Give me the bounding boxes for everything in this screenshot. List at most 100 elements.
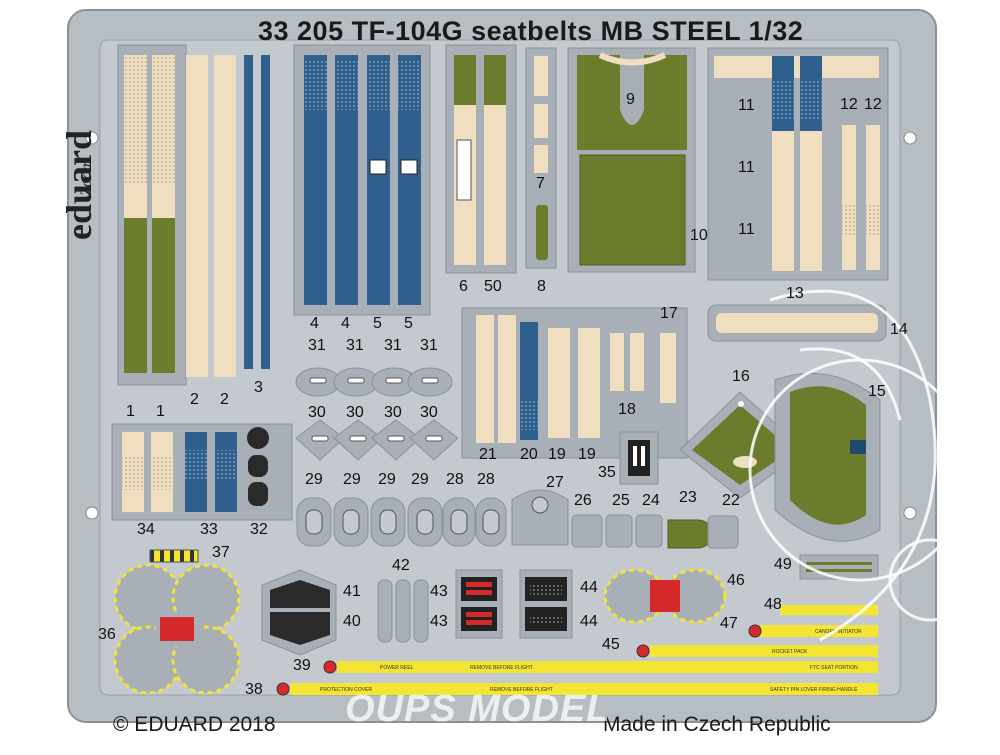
part-43 <box>461 607 497 631</box>
part-37 <box>149 549 199 563</box>
part-18 <box>610 333 624 391</box>
part-number: 27 <box>546 474 564 491</box>
part-3-belt <box>261 55 270 369</box>
part-number: 29 <box>343 471 361 488</box>
part-44-placards <box>519 569 573 639</box>
part-number: 33 <box>200 521 218 538</box>
part-number: 28 <box>446 471 464 488</box>
part-number: 5 <box>404 315 413 332</box>
part-21-belt <box>476 315 494 443</box>
part-number: 28 <box>477 471 495 488</box>
part-39-tag: POWER REEL REMOVE BEFORE FLIGHT FTC SEAT… <box>323 660 878 674</box>
part-17 <box>660 333 676 403</box>
part-number: 19 <box>578 446 596 463</box>
tag-rbf-text-2: REMOVE BEFORE FLIGHT <box>490 687 553 693</box>
part-21-belt <box>498 315 516 443</box>
part-6-50-belts <box>445 44 517 274</box>
watermark-text: OUPS MODEL <box>345 688 611 730</box>
part-number: 47 <box>720 615 738 632</box>
part-9 <box>577 55 687 150</box>
part-27 <box>511 489 569 546</box>
part-45-tag: ROCKET PACK <box>636 644 878 658</box>
part-5-belt <box>398 55 421 305</box>
part-14 <box>716 313 878 333</box>
part-2-belt <box>214 55 236 377</box>
part-number: 35 <box>598 464 616 481</box>
part-12-13-belts <box>707 47 889 281</box>
part-19-belt <box>578 328 600 438</box>
part-number: 29 <box>411 471 429 488</box>
part-number: 14 <box>890 321 908 338</box>
part-49 <box>799 554 879 580</box>
part-number: 10 <box>690 227 708 244</box>
part-number: 22 <box>722 492 740 509</box>
part-7-8 <box>525 47 557 269</box>
part-24-26-buckles <box>571 514 663 548</box>
part-number: 16 <box>732 368 750 385</box>
part-number: 26 <box>574 492 592 509</box>
tag-ftc-text: FTC SEAT PORTION <box>810 665 858 671</box>
part-9-back-pad <box>567 47 696 273</box>
part-40-41 <box>261 569 337 656</box>
made-in-label: Made in Czech Republic <box>603 713 831 736</box>
part-number: 49 <box>774 556 792 573</box>
mount-hole <box>903 506 917 520</box>
part-number: 19 <box>548 446 566 463</box>
part-2-belt <box>186 55 208 377</box>
part-number: 30 <box>420 404 438 421</box>
part-number: 38 <box>245 681 263 698</box>
part-number: 9 <box>626 91 635 108</box>
tag-power-reel-text: POWER REEL <box>380 665 414 671</box>
part-number: 36 <box>98 626 116 643</box>
part-15 <box>790 386 866 525</box>
tag-safety-pin-text: SAFETY PIN LOVER FIRING HANDLE <box>770 687 858 693</box>
part-1-belt <box>152 218 175 373</box>
part-19-belt <box>548 328 570 438</box>
part-40 <box>270 612 330 645</box>
part-number: 31 <box>308 337 326 354</box>
part-15-bracket <box>774 372 881 542</box>
part-number: 30 <box>308 404 326 421</box>
part-number: 2 <box>220 391 229 408</box>
part-number: 43 <box>430 583 448 600</box>
part-35 <box>619 431 659 485</box>
part-12-belt <box>842 125 856 270</box>
part-number: 31 <box>346 337 364 354</box>
part-number: 37 <box>212 544 230 561</box>
part-42 <box>377 579 429 643</box>
part-number: 17 <box>660 305 678 322</box>
part-number: 1 <box>156 403 165 420</box>
part-number: 11 <box>738 97 755 114</box>
part-number: 32 <box>250 521 268 538</box>
part-5-belt <box>367 55 390 305</box>
part-46 <box>603 568 727 624</box>
mount-hole <box>85 506 99 520</box>
part-13-crossbar <box>714 56 879 78</box>
part-number: 18 <box>618 401 636 418</box>
part-number: 43 <box>430 613 448 630</box>
part-3-belt <box>244 55 253 369</box>
part-4-belt <box>335 55 358 305</box>
part-36-red-handle <box>160 617 194 641</box>
part-38-tag: PROTECTION COVER REMOVE BEFORE FLIGHT SA… <box>276 682 878 696</box>
part-number: 5 <box>373 315 382 332</box>
part-41 <box>270 580 330 608</box>
part-number: 12 <box>864 96 882 113</box>
part-number: 4 <box>310 315 319 332</box>
part-43-placards <box>455 569 503 639</box>
part-4-belt <box>304 55 327 305</box>
part-4-5-belts <box>293 44 431 316</box>
tag-protection-text: PROTECTION COVER <box>320 687 372 693</box>
part-number: 8 <box>537 278 546 295</box>
part-1-belts <box>117 44 187 386</box>
part-36-quatrefoil <box>113 563 241 695</box>
part-number: 2 <box>190 391 199 408</box>
part-29-28-holes <box>305 509 500 535</box>
part-number: 44 <box>580 579 598 596</box>
part-8 <box>536 205 548 260</box>
part-16 <box>692 405 792 485</box>
part-number: 11 <box>738 159 755 176</box>
part-48-tag <box>780 605 878 615</box>
